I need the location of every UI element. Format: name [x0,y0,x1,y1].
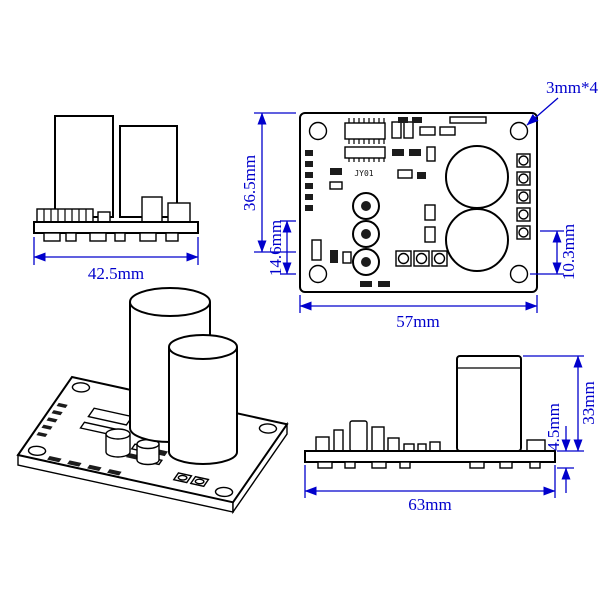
dim-hole-spec: 3mm*4 [526,78,598,126]
pcb-edge-side [304,450,556,463]
view-perspective [18,288,287,512]
dim-board-thickness-label: 4.5mm [544,403,563,451]
view-side: 63mm 33mm 4.5mm [304,355,598,514]
dim-side-width: 63mm [304,465,556,514]
component-block [167,202,191,223]
dim-board-thickness: 4.5mm [544,403,574,493]
mounting-hole [308,121,328,141]
ic-silkscreen-label: JY01 [354,169,373,178]
dim-capacitor-height: 33mm [523,355,598,452]
pcb-edge-front [33,221,199,234]
mounting-hole [308,264,328,284]
terminal-pads-right [516,153,531,240]
dim-front-width: 42.5mm [33,237,199,283]
dim-hole-offset-label: 10.3mm [559,224,578,280]
mounting-hole [509,264,529,284]
components-side [315,420,546,452]
pin-header-front [36,208,94,223]
view-front: 42.5mm [33,115,199,283]
dim-top-width: 57mm [299,295,538,331]
dim-capacitor-height-label: 33mm [579,381,598,424]
capacitor-1-front [54,115,114,218]
electrolytic-small-caps [352,192,380,276]
dim-front-width-label: 42.5mm [88,264,144,283]
solder-pads-front [43,232,179,242]
dim-top-inner-height-label: 14.6mm [266,220,285,276]
capacitor-side [456,355,522,452]
terminal-blocks-bottom [395,250,448,267]
component-block [97,211,111,223]
view-top: JY01 [240,78,598,331]
smd-components [305,116,487,287]
mounting-hole [509,121,529,141]
leader-line [526,97,559,126]
dim-top-width-label: 57mm [396,312,439,331]
dim-side-width-label: 63mm [408,495,451,514]
solder-pads-side [317,461,541,469]
capacitor-1-top [445,145,509,209]
capacitor-2-top [445,208,509,272]
dim-hole-offset: 10.3mm [530,224,578,280]
ic-chip [344,118,386,162]
dim-hole-spec-label: 3mm*4 [546,78,598,97]
capacitor-2-3d [169,335,237,464]
component-block [141,196,163,223]
dim-top-inner-height: 14.6mm [266,220,296,276]
dim-top-height-label: 36.5mm [240,155,259,211]
